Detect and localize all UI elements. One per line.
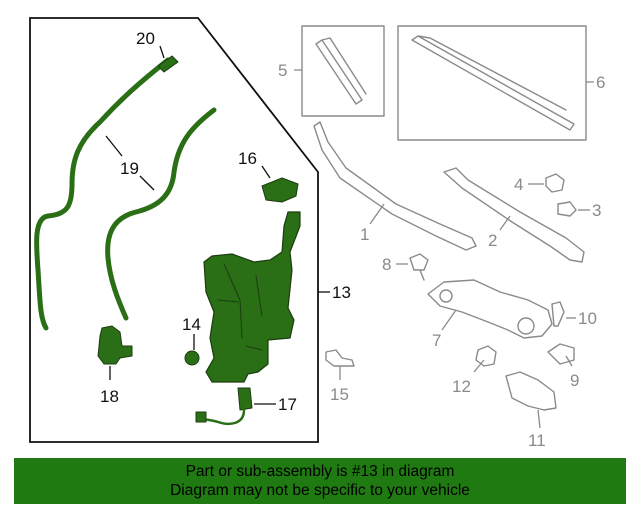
leader-19b: [139, 175, 155, 191]
wiper-linkage-7: [427, 279, 553, 339]
leader-20: [159, 45, 165, 59]
clip-12: [475, 345, 497, 367]
wiper-arm-1: [313, 121, 477, 251]
wiper-arm-2: [443, 167, 585, 263]
wiper-blade-5-box: [301, 25, 385, 117]
level-sensor-17-wire: [198, 408, 246, 426]
highlighted-parts: [34, 55, 301, 426]
wiper-blade-6: [411, 35, 575, 131]
callout-10: 10: [578, 309, 597, 328]
callouts: 20 19 16 13 14 17 18 5 6 1 2 4 3 8 10 7 …: [100, 29, 605, 450]
leader-1: [369, 203, 385, 225]
nut-3: [557, 201, 577, 217]
callout-11: 11: [528, 431, 546, 450]
callout-4: 4: [514, 175, 523, 194]
banner-line-2: Diagram may not be specific to your vehi…: [170, 482, 470, 499]
linkage-pivot-right: [517, 317, 535, 335]
callout-16: 16: [238, 149, 257, 168]
leader-12: [473, 359, 485, 373]
grommet-14: [184, 350, 200, 366]
cap-4: [545, 173, 565, 193]
bracket-9: [547, 343, 575, 365]
callout-5: 5: [278, 61, 287, 80]
leader-9: [565, 355, 573, 367]
banner-line-1: Part or sub-assembly is #13 in diagram: [185, 463, 455, 480]
grey-parts: [301, 25, 587, 411]
bolt-15: [325, 349, 355, 367]
callout-12: 12: [452, 377, 471, 396]
bolt-8: [409, 253, 429, 281]
level-sensor-17: [237, 387, 253, 411]
callout-14: 14: [182, 315, 201, 334]
callout-8: 8: [382, 255, 391, 274]
parts-diagram: 20 19 16 13 14 17 18 5 6 1 2 4 3 8 10 7 …: [29, 17, 605, 450]
callout-2: 2: [488, 231, 497, 250]
callout-6: 6: [596, 73, 605, 92]
level-sensor-17-connector: [195, 411, 207, 423]
wiper-blade-6-box: [397, 25, 587, 141]
subassembly-banner: Part or sub-assembly is #13 in diagram D…: [14, 458, 626, 504]
washer-hose-19-right: [105, 107, 217, 321]
callout-3: 3: [592, 201, 601, 220]
callout-1: 1: [360, 225, 369, 244]
callout-7: 7: [432, 331, 441, 350]
callout-20: 20: [136, 29, 155, 48]
linkage-pivot-left: [439, 289, 453, 303]
leader-19a: [105, 135, 123, 157]
callout-18: 18: [100, 387, 119, 406]
motor-bracket-11: [505, 371, 557, 411]
washer-hose-19-left: [34, 57, 171, 331]
callout-17: 17: [278, 395, 297, 414]
bolt-10: [551, 301, 565, 327]
callout-13: 13: [332, 283, 351, 302]
callout-15: 15: [330, 385, 349, 404]
leader-11: [537, 409, 541, 429]
callout-19: 19: [120, 159, 139, 178]
callout-9: 9: [570, 371, 579, 390]
nozzle-20: [157, 55, 179, 73]
washer-reservoir-13: [203, 211, 301, 383]
reservoir-detail: [217, 263, 263, 351]
wiper-blade-5: [315, 37, 367, 105]
subassembly-13-frame: [29, 17, 319, 443]
leader-7: [441, 309, 457, 331]
leader-16: [261, 165, 271, 179]
leader-lines: [105, 45, 594, 429]
washer-pump-18: [97, 325, 133, 365]
filler-cap-16: [261, 177, 299, 203]
leader-2: [499, 215, 511, 231]
